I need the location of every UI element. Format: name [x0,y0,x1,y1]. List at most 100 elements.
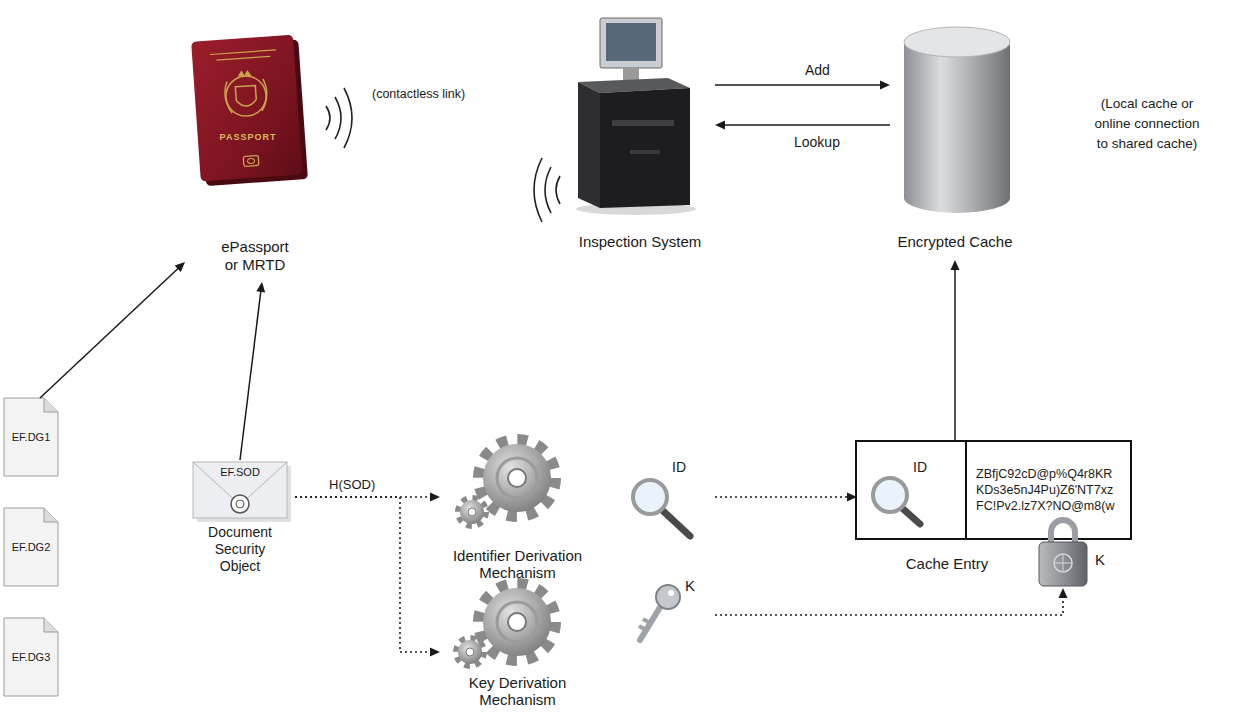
gear-icon [479,440,555,516]
radio-waves [556,176,560,204]
data-group-file: EF.DG2 [4,508,58,586]
encrypted-cache-node: Encrypted Cache [890,20,1020,260]
connector-line [240,289,261,460]
padlock-icon [1035,512,1125,588]
node-text: Inspection System [555,232,725,251]
key-icon [668,590,674,596]
node-text: Document Security Object [195,524,285,575]
cache-note: (Local cache or online connection to sha… [1090,94,1204,154]
arrowhead [175,262,185,272]
arrowhead [430,648,440,657]
kiosk-illustration [578,82,600,208]
node-text: Encrypted Cache [880,232,1030,251]
magnifier-icon [633,480,667,514]
key-icon [639,585,680,640]
kiosk-illustration [623,68,639,80]
connector [240,282,265,460]
key-tag: K [685,576,695,595]
node-text: K [1095,550,1115,569]
radio-waves [326,106,330,130]
kiosk-illustration [606,23,656,61]
connector [715,121,890,130]
document-icon [4,398,58,476]
document-icon [4,508,58,586]
padlock-icon [1039,542,1087,586]
connector [715,81,890,90]
node-text: Key Derivation Mechanism [440,674,595,708]
connector-line [40,267,180,398]
connector-line [715,496,850,498]
document-icon [4,508,58,586]
padlock-icon [1051,520,1075,544]
connector-line [715,595,1063,615]
gear-icon [497,458,537,498]
gear-icon [468,508,476,516]
arrowhead [430,493,440,502]
passport-illustration [224,75,268,118]
document-icon [44,618,58,632]
passport-illustration [237,70,251,77]
connector [715,588,1068,615]
kiosk-illustration [630,150,660,154]
node-text: ID [913,458,943,476]
gear-icon [458,498,486,526]
document-icon [4,398,58,476]
passport-illustration [247,158,254,163]
kiosk-illustration [576,18,696,215]
node-text: EF.DG1 [4,430,58,444]
padlock-icon [1054,554,1072,572]
passport-illustration [224,79,268,114]
magnifier-icon [873,478,907,512]
arrowhead [880,81,890,90]
radio-waves [534,158,560,222]
magnifier-icon [662,510,690,536]
passport-illustration [243,155,259,166]
cache-entry-box: Cache EntryIDZBfjC92cD@p%Q4r8KR KDs3e5nJ… [855,440,1132,540]
radio-waves [335,97,341,139]
envelope-icon [236,500,244,508]
gear-icon [483,444,551,512]
gear-icon [508,613,526,631]
radio-waves [344,88,352,148]
padlock-node: K [1035,512,1125,588]
node-text: Cache Entry [877,554,1017,573]
kiosk-illustration [612,120,674,126]
gear-icon [497,602,537,642]
database-cylinder [904,42,1010,213]
gear-icon [456,638,484,666]
security-object-node: EF.SODDocument Security Object [185,460,295,580]
edge-label: Add [803,62,832,79]
radio-waves [534,158,542,222]
document-icon [4,618,58,696]
connector [715,493,857,502]
edge-label: H(SOD) [327,476,377,493]
magnifier-icon [902,508,920,524]
data-group-file: EF.DG1 [4,398,58,476]
passport-cover-text: PASSPORT [218,132,278,143]
connector-line [715,84,883,86]
magnifier-icon [873,478,920,524]
gear-icon [508,469,526,487]
connector-line [295,497,433,652]
passport-illustration [235,85,256,106]
connector-line [722,124,890,126]
passport-illustration [210,50,276,61]
passport-illustration [191,35,303,182]
document-icon [44,508,58,522]
key-icon [640,604,662,640]
radio-waves [545,167,551,213]
connector [40,262,185,398]
gear-icon [456,584,555,666]
passport-illustration [225,75,268,118]
cache-id-cell: ID [857,442,967,538]
radio-waves [326,88,352,148]
node-text: ZBfjC92cD@p%Q4r8KR KDs3e5nJ4Pu)Z6'NT7xz … [976,466,1121,514]
node-text: EF.DG2 [4,540,58,554]
gear-icon [466,648,474,656]
magnifier-icon [633,480,690,536]
id-tag: ID [672,458,686,476]
node-text: EF.DG3 [4,650,58,664]
gear-icon [483,588,551,656]
